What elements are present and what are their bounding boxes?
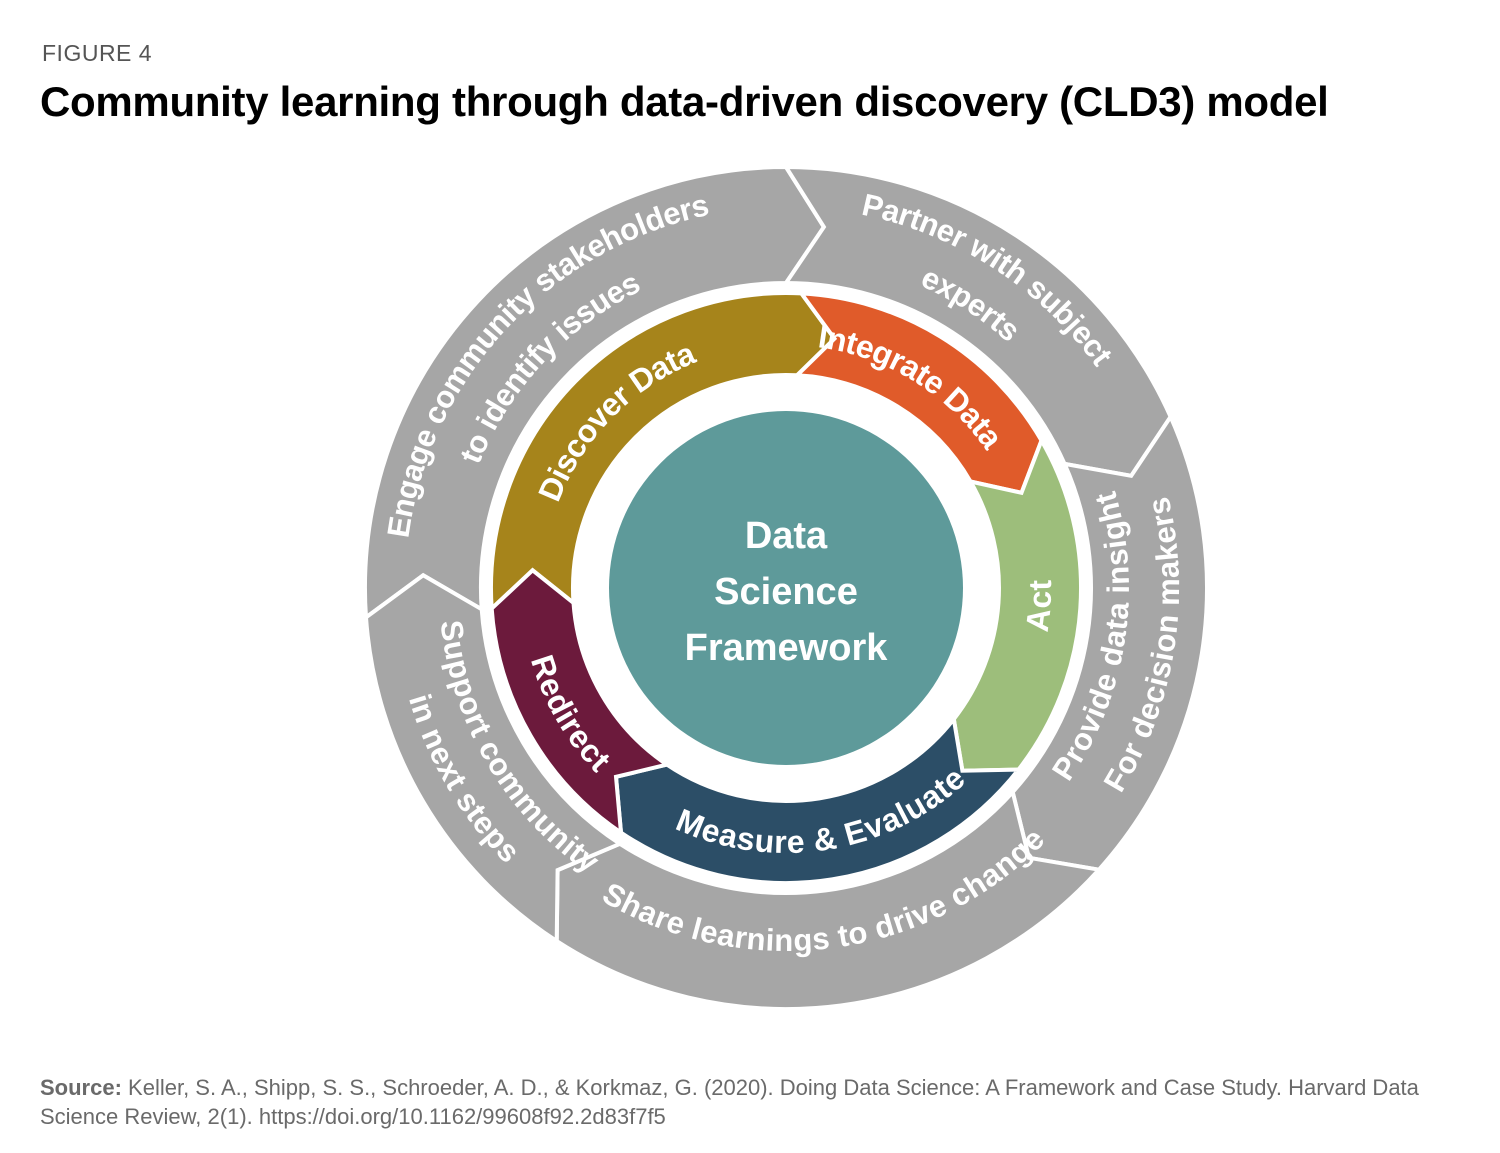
outer-segment-support-community xyxy=(363,572,625,945)
source-citation: Source: Keller, S. A., Shipp, S. S., Sch… xyxy=(40,1073,1470,1131)
source-text: Keller, S. A., Shipp, S. S., Schroeder, … xyxy=(40,1075,1419,1129)
center-label-line: Data xyxy=(745,515,828,557)
figure-label: FIGURE 4 xyxy=(42,40,153,66)
source-label: Source: xyxy=(40,1075,122,1100)
data-science-framework-circle xyxy=(609,411,963,765)
center-label-line: Framework xyxy=(685,627,889,669)
figure-title: Community learning through data-driven d… xyxy=(40,78,1329,125)
center-label-line: Science xyxy=(714,571,858,613)
inner-segment-redirect xyxy=(489,567,672,837)
inner-segment-label: Act xyxy=(1019,579,1058,633)
